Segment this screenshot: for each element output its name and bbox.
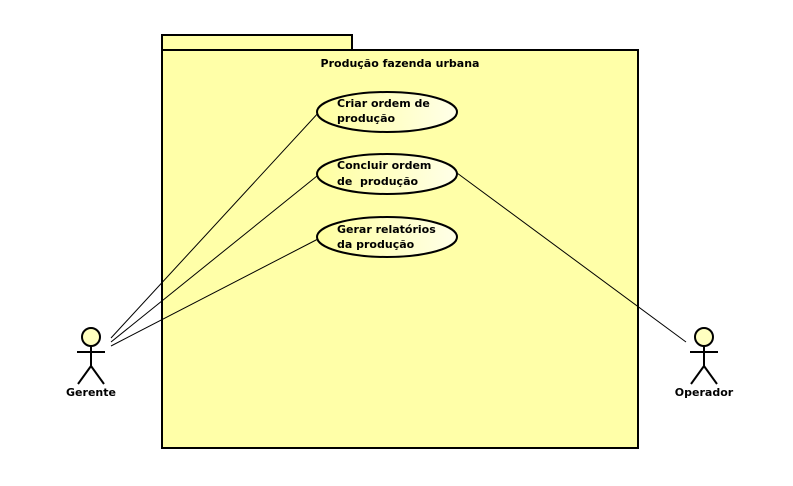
actor-name: Gerente	[66, 386, 116, 399]
associations	[110, 110, 687, 347]
use-case-ellipse	[316, 153, 458, 195]
use-case-label-line: produção	[337, 112, 396, 125]
package-tab	[161, 34, 353, 51]
association-gerente-criar-ordem	[110, 110, 321, 339]
use-case-criar-ordem[interactable]: Criar ordem de produção	[316, 91, 458, 133]
actor-operador[interactable]: Operador	[675, 327, 734, 399]
use-case-label-line: de produção	[337, 175, 418, 188]
stick-figure-icon	[77, 327, 105, 385]
use-case-label-line: da produção	[337, 238, 415, 251]
use-case-label-line: Criar ordem de	[337, 97, 430, 110]
use-case-label-line: Concluir ordem	[337, 159, 431, 172]
association-operador-concluir-ordem	[456, 172, 687, 343]
use-case-gerar-relatorios[interactable]: Gerar relatórios da produção	[316, 216, 458, 258]
actor-name: Operador	[675, 386, 734, 399]
association-gerente-concluir-ordem	[110, 175, 318, 343]
use-case-ellipse	[316, 216, 458, 258]
actor-gerente[interactable]: Gerente	[66, 327, 116, 399]
use-case-ellipse	[316, 91, 458, 133]
use-case-label-line: Gerar relatórios	[337, 223, 436, 236]
stick-figure-icon	[690, 327, 718, 385]
use-case-concluir-ordem[interactable]: Concluir ordem de produção	[316, 153, 458, 195]
association-gerente-gerar-relatorios	[110, 238, 319, 347]
system-title: Produção fazenda urbana	[321, 57, 480, 70]
